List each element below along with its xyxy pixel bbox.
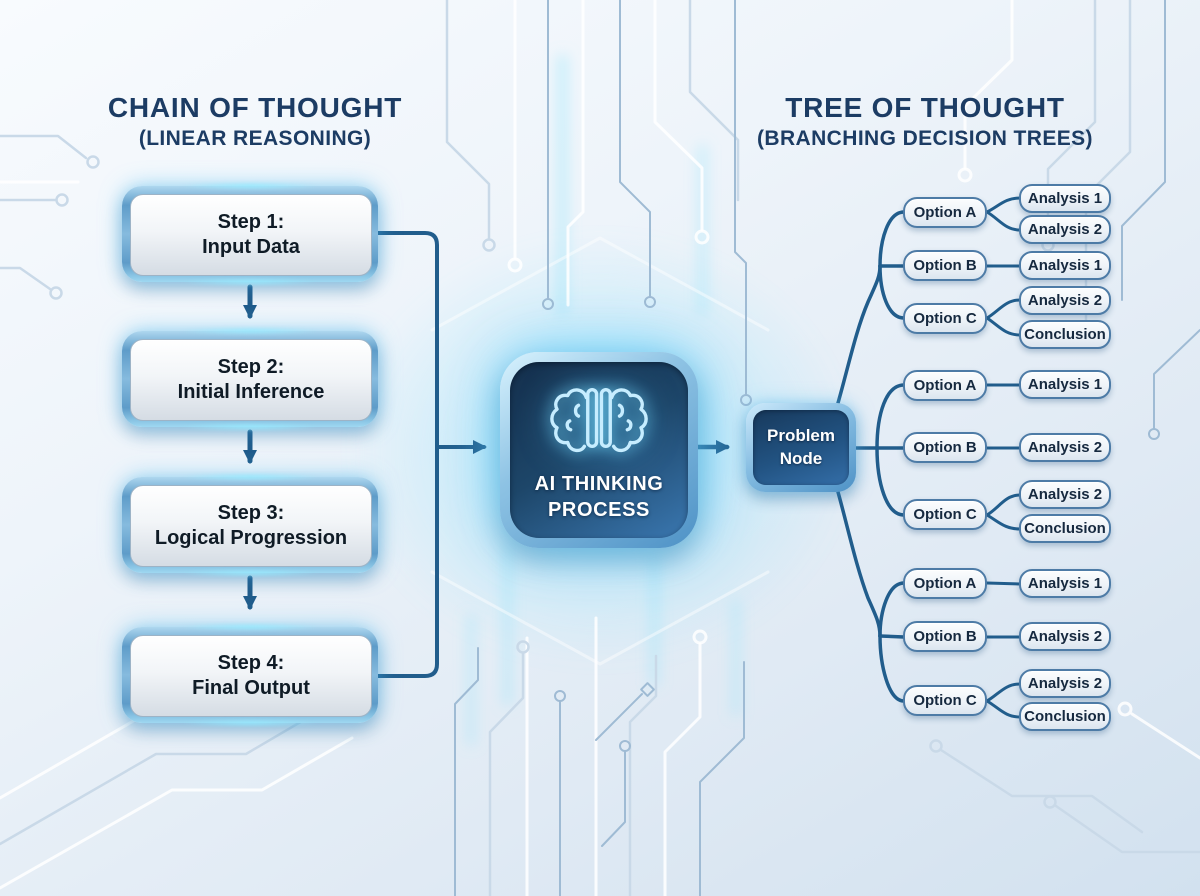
step-box-3: Step 3: Logical Progression xyxy=(122,477,378,573)
analysis-pill: Conclusion xyxy=(1019,702,1111,731)
step-1-label: Step 1: Input Data xyxy=(130,194,372,276)
analysis-pill: Conclusion xyxy=(1019,320,1111,349)
tree-subtitle: (BRANCHING DECISION TREES) xyxy=(757,127,1093,151)
step-1-line1: Step 1: xyxy=(217,211,285,233)
step-4-line1: Step 4: xyxy=(217,652,285,674)
chain-title-block: CHAIN OF THOUGHT (LINEAR REASONING) xyxy=(40,92,470,151)
option-pill: Option B xyxy=(903,621,987,652)
analysis-pill: Analysis 1 xyxy=(1019,370,1111,399)
step-box-4: Step 4: Final Output xyxy=(122,627,378,723)
option-pill: Option C xyxy=(903,303,987,334)
brain-icon xyxy=(550,387,648,453)
step-3-label: Step 3: Logical Progression xyxy=(130,485,372,567)
tree-title-block: TREE OF THOUGHT (BRANCHING DECISION TREE… xyxy=(715,92,1135,151)
step-2-line2: Initial Inference xyxy=(177,381,325,403)
option-pill: Option C xyxy=(903,499,987,530)
analysis-pill: Analysis 1 xyxy=(1019,184,1111,213)
step-1-line2: Input Data xyxy=(202,236,300,258)
step-box-2: Step 2: Initial Inference xyxy=(122,331,378,427)
analysis-pill: Analysis 1 xyxy=(1019,569,1111,598)
problem-node-label: Problem Node xyxy=(753,410,849,485)
analysis-pill: Analysis 2 xyxy=(1019,622,1111,651)
option-pill: Option A xyxy=(903,568,987,599)
chain-title: CHAIN OF THOUGHT xyxy=(107,92,403,123)
analysis-pill: Analysis 2 xyxy=(1019,669,1111,698)
option-pill: Option B xyxy=(903,250,987,281)
analysis-pill: Conclusion xyxy=(1019,514,1111,543)
step-4-label: Step 4: Final Output xyxy=(130,635,372,717)
step-box-1: Step 1: Input Data xyxy=(122,186,378,282)
step-2-line1: Step 2: xyxy=(217,356,285,378)
step-2-label: Step 2: Initial Inference xyxy=(130,339,372,421)
analysis-pill: Analysis 2 xyxy=(1019,480,1111,509)
chain-subtitle: (LINEAR REASONING) xyxy=(138,127,372,151)
option-pill: Option A xyxy=(903,197,987,228)
analysis-pill: Analysis 2 xyxy=(1019,286,1111,315)
option-pill: Option B xyxy=(903,432,987,463)
step-3-line1: Step 3: xyxy=(217,502,285,524)
tree-title: TREE OF THOUGHT xyxy=(785,92,1065,123)
step-4-line2: Final Output xyxy=(192,677,310,699)
tree-branches xyxy=(836,210,906,703)
chain-to-center-bracket xyxy=(376,231,487,678)
analysis-pill: Analysis 2 xyxy=(1019,215,1111,244)
option-pill: Option C xyxy=(903,685,987,716)
analysis-pill: Analysis 2 xyxy=(1019,433,1111,462)
problem-node: Problem Node xyxy=(746,403,856,492)
ai-thinking-label: AI THINKING PROCESS xyxy=(534,473,664,521)
analysis-pill: Analysis 1 xyxy=(1019,251,1111,280)
step-3-line2: Logical Progression xyxy=(154,527,348,549)
option-analysis-links xyxy=(985,196,1022,719)
option-pill: Option A xyxy=(903,370,987,401)
ai-thinking-node: AI THINKING PROCESS xyxy=(500,352,698,548)
ai-thinking-node-inner: AI THINKING PROCESS xyxy=(510,362,688,538)
